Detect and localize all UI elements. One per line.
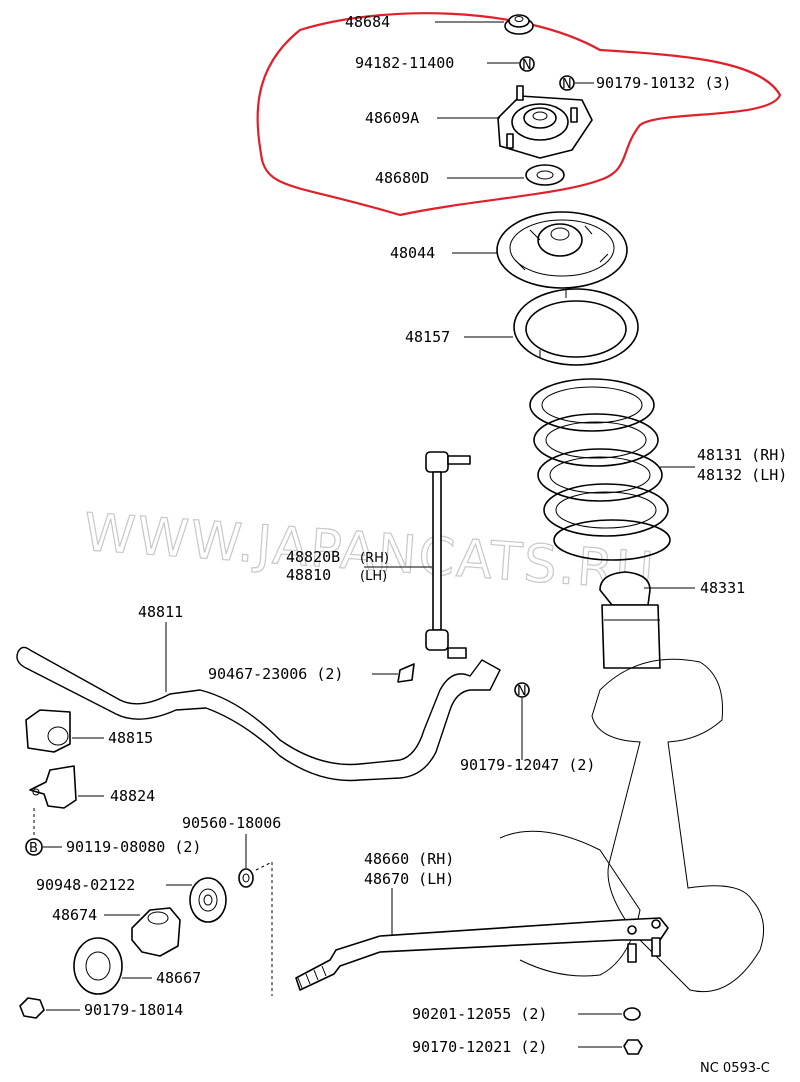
part-48815-bushing xyxy=(25,709,71,753)
part-94182-nut: N xyxy=(519,56,535,73)
label-48667: 48667 xyxy=(156,969,201,987)
label-48810: 48810 xyxy=(286,566,331,584)
part-90201-washer xyxy=(623,1007,641,1021)
part-48824-bracket xyxy=(29,765,77,809)
label-48680D: 48680D xyxy=(375,169,429,187)
diagram-code: NC 0593-C xyxy=(700,1061,770,1076)
label-90179-12047: 90179-12047 (2) xyxy=(460,756,595,774)
svg-text:N: N xyxy=(517,684,527,699)
label-48609A: 48609A xyxy=(365,109,419,127)
label-48331: 48331 xyxy=(700,579,745,597)
part-48131-coil-spring xyxy=(529,378,671,561)
highlight-outline xyxy=(256,12,782,217)
label-48684: 48684 xyxy=(345,13,390,31)
part-90179-18014-nut xyxy=(19,997,45,1019)
label-48820B-side: (RH) xyxy=(360,551,389,566)
part-90119-bolt: B xyxy=(25,838,43,856)
label-90119-08080: 90119-08080 (2) xyxy=(66,838,201,856)
part-90560-washer xyxy=(238,868,254,888)
part-48609A-support xyxy=(497,85,593,159)
label-48660-rh: 48660 (RH) xyxy=(364,850,454,868)
part-90179-12047-nut: N xyxy=(514,682,530,699)
label-90170-12021: 90170-12021 (2) xyxy=(412,1038,547,1056)
part-48660-strut-rod xyxy=(295,917,669,991)
part-48157-insulator xyxy=(513,288,639,366)
label-48157: 48157 xyxy=(405,328,450,346)
part-48684-cap xyxy=(504,14,534,35)
label-48820B: 48820B xyxy=(286,548,340,566)
part-48667-bushing xyxy=(73,937,123,995)
label-90179-18014: 90179-18014 xyxy=(84,1001,183,1019)
label-48131-rh: 48131 (RH) xyxy=(697,446,787,464)
label-90948-02122: 90948-02122 xyxy=(36,876,135,894)
label-48044: 48044 xyxy=(390,244,435,262)
label-48811: 48811 xyxy=(138,603,183,621)
part-90467-clip xyxy=(397,663,415,683)
part-48331-bump-stop xyxy=(599,571,661,669)
label-48674: 48674 xyxy=(52,906,97,924)
part-48674-stopper xyxy=(131,907,181,957)
part-90170-nut xyxy=(623,1039,643,1055)
label-48670-lh: 48670 (LH) xyxy=(364,870,454,888)
part-48680D-washer xyxy=(525,164,565,186)
svg-text:N: N xyxy=(562,77,572,92)
svg-text:N: N xyxy=(522,58,532,73)
label-48132-lh: 48132 (LH) xyxy=(697,466,787,484)
label-90560-18006: 90560-18006 xyxy=(182,814,281,832)
label-48815: 48815 xyxy=(108,729,153,747)
label-48824: 48824 xyxy=(110,787,155,805)
label-90179-10132: 90179-10132 (3) xyxy=(596,74,731,92)
part-48811-stabilizer-bar xyxy=(16,646,501,782)
label-94182-11400: 94182-11400 xyxy=(355,54,454,72)
label-90201-12055: 90201-12055 (2) xyxy=(412,1005,547,1023)
svg-text:B: B xyxy=(29,841,38,856)
label-48810-side: (LH) xyxy=(360,569,387,584)
part-48044-upper-seat xyxy=(496,211,628,289)
part-90948-bushing xyxy=(189,877,227,923)
part-48820B-stabilizer-link xyxy=(425,451,471,659)
label-90467-23006: 90467-23006 (2) xyxy=(208,665,343,683)
part-90179-10132-nut: N xyxy=(559,75,575,92)
